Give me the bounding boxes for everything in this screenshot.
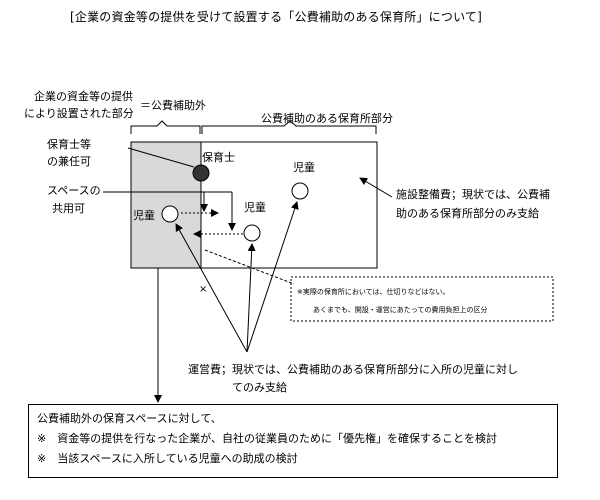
operating-cost-label-2: てのみ支給 bbox=[232, 381, 287, 394]
child-label-right: 児童 bbox=[293, 161, 315, 174]
caption-line-1: 公費補助外の保育スペースに対して、 bbox=[37, 412, 222, 425]
space-shared-label-1: スペースの bbox=[47, 184, 101, 197]
non-subsidized-area bbox=[131, 142, 201, 268]
caption-line-2: ※ 資金等の提供を行なった企業が、自社の従業員のために「優先権」を確保することを… bbox=[37, 432, 497, 445]
facility-cost-label-2: 助のある保育所部分のみ支給 bbox=[396, 207, 539, 220]
staff-concurrent-label-1: 保育士等 bbox=[47, 138, 91, 151]
staff-dot bbox=[192, 164, 210, 182]
non-subsidized-label: ＝公費補助外 bbox=[140, 99, 206, 112]
child-circle-middle bbox=[243, 224, 261, 242]
note-text-2: あくまでも、開設・運営にあたっての費用負担上の区分 bbox=[313, 306, 488, 314]
staff-concurrent-label-2: の兼任可 bbox=[47, 155, 91, 168]
company-part-label-2: により設置された部分 bbox=[24, 107, 134, 120]
child-label-middle: 児童 bbox=[244, 201, 266, 214]
op-arrow-right bbox=[246, 201, 299, 353]
caption-line-3: ※ 当該スペースに入所している児童への助成の検討 bbox=[37, 452, 298, 465]
facility-cost-label-1: 施設整備費；現状では、公費補 bbox=[396, 188, 550, 201]
staff-leader-line bbox=[127, 147, 195, 168]
op-arrow-middle bbox=[246, 243, 256, 353]
caption-box: 公費補助外の保育スペースに対して、 ※ 資金等の提供を行なった企業が、自社の従業… bbox=[28, 404, 558, 478]
bracket-subsidized-part bbox=[201, 120, 377, 134]
nursery-teacher-label: 保育士 bbox=[202, 151, 235, 164]
child-circle-right bbox=[291, 182, 309, 200]
company-part-label-1: 企業の資金等の提供 bbox=[34, 90, 133, 103]
note-leader-line bbox=[204, 249, 295, 285]
bracket-company-part bbox=[130, 120, 201, 134]
x-mark: × bbox=[199, 284, 208, 295]
facility-cost-arrow bbox=[359, 177, 393, 198]
space-shared-label-2: 共用可 bbox=[52, 202, 85, 215]
note-text-1: ※実際の保育所においては、仕切りなどはない。 bbox=[297, 288, 450, 296]
nursery-frame bbox=[130, 141, 378, 269]
child-label-left: 児童 bbox=[133, 209, 155, 222]
op-arrow-left bbox=[175, 223, 248, 353]
operating-cost-label-1: 運営費；現状では、公費補助のある保育所部分に入所の児童に対し bbox=[188, 363, 518, 376]
note-box bbox=[290, 276, 554, 322]
diagram-title: [企業の資金等の提供を受けて設置する「公費補助のある保育所」について] bbox=[70, 10, 483, 24]
child-circle-left bbox=[161, 205, 179, 223]
subsidized-part-label: 公費補助のある保育所部分 bbox=[261, 112, 393, 125]
